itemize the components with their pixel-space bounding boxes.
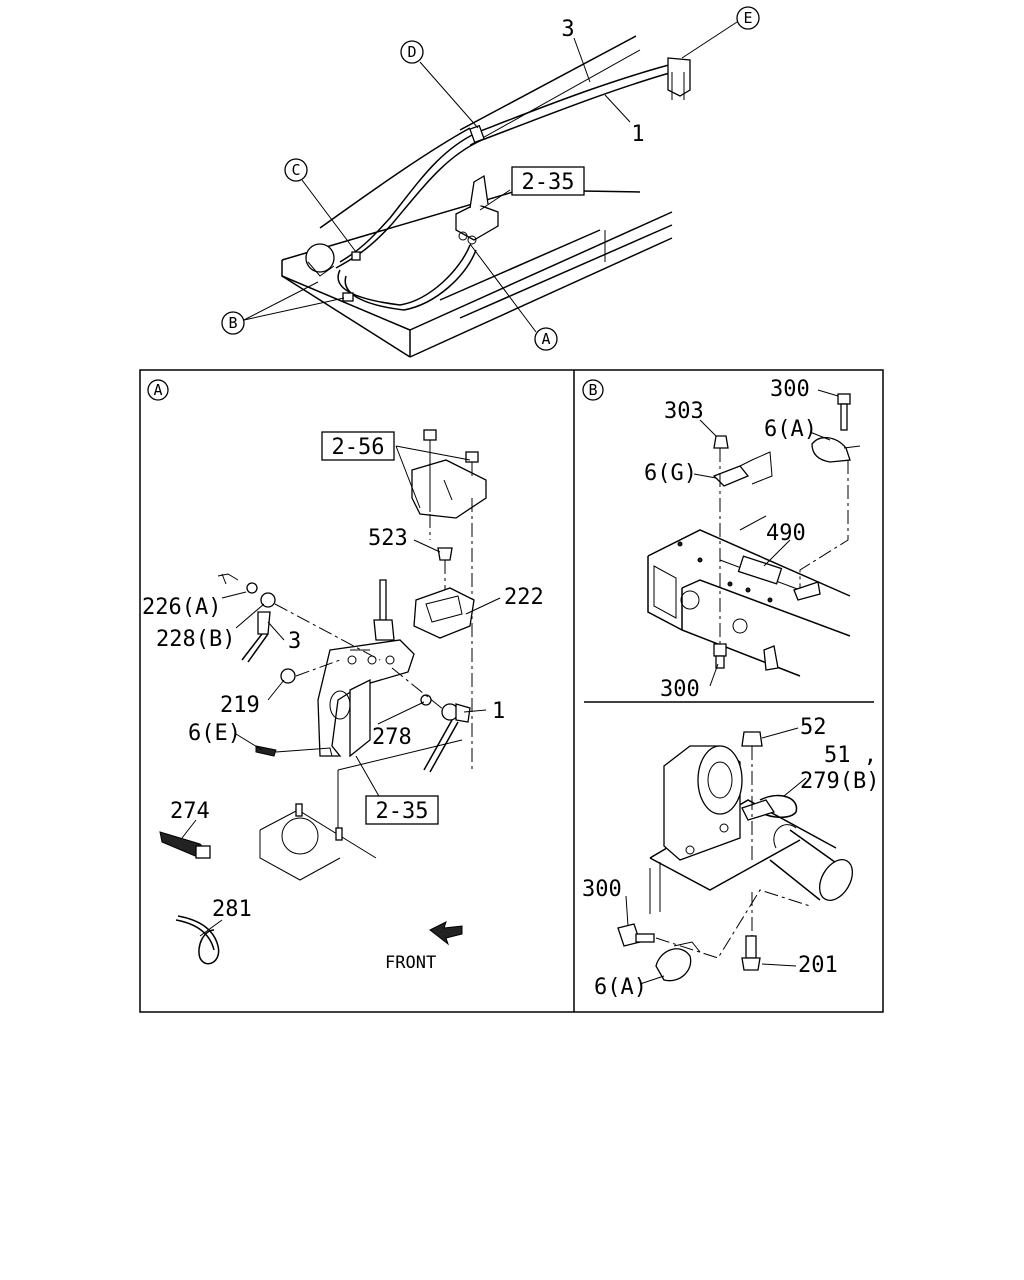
panel-a: A bbox=[147, 379, 487, 965]
label-6-a-lower: 6(A) bbox=[594, 975, 647, 1000]
label-52: 52 bbox=[800, 715, 827, 740]
front-label: FRONT bbox=[385, 953, 436, 973]
ref-2-56: 2-56 bbox=[321, 431, 395, 461]
callout-b: B bbox=[221, 311, 245, 335]
svg-text:D: D bbox=[407, 43, 416, 61]
label-6-e: 6(E) bbox=[188, 721, 241, 746]
callout-c: C bbox=[284, 158, 308, 182]
label-201: 201 bbox=[798, 953, 838, 978]
ref-2-35: 2-35 bbox=[365, 795, 439, 825]
label-300-bottom: 300 bbox=[660, 677, 700, 702]
label-274: 274 bbox=[170, 799, 210, 824]
label-6-a: 6(A) bbox=[764, 417, 817, 442]
svg-text:2-35: 2-35 bbox=[376, 799, 429, 824]
label-523: 523 bbox=[368, 526, 408, 551]
panel-a-leaders bbox=[181, 445, 501, 937]
label-228-b: 228(B) bbox=[156, 627, 235, 652]
svg-text:B: B bbox=[588, 381, 597, 399]
panel-b-leaders bbox=[693, 389, 839, 687]
overview-drawing bbox=[281, 35, 691, 358]
svg-text:B: B bbox=[228, 314, 237, 332]
panel-c bbox=[617, 731, 854, 982]
detail-frame bbox=[139, 369, 884, 1013]
panel-c-labels: 52 51 , 279(B) 300 201 6(A) bbox=[582, 715, 879, 1000]
label-51: 51 , bbox=[824, 743, 877, 768]
label-222: 222 bbox=[504, 585, 544, 610]
overview-leaders bbox=[243, 21, 738, 333]
label-3: 3 bbox=[288, 629, 301, 654]
overview-label-1: 1 bbox=[631, 122, 644, 147]
label-226-a: 226(A) bbox=[142, 595, 221, 620]
overview-callouts: E D C B A bbox=[221, 6, 760, 351]
label-281: 281 bbox=[212, 897, 252, 922]
overview-ref-2-35: 2-35 bbox=[511, 166, 585, 196]
panel-b: B bbox=[582, 379, 861, 677]
svg-text:C: C bbox=[291, 161, 300, 179]
callout-d: D bbox=[400, 40, 424, 64]
label-6-g: 6(G) bbox=[644, 461, 697, 486]
panel-a-labels: 2-56 523 222 226(A) 228(B) 3 219 1 6(E) … bbox=[142, 431, 544, 973]
svg-text:A: A bbox=[153, 381, 162, 399]
label-303: 303 bbox=[664, 399, 704, 424]
callout-a: A bbox=[534, 327, 558, 351]
svg-text:E: E bbox=[743, 9, 752, 27]
panel-a-tag: A bbox=[147, 379, 169, 401]
callout-e: E bbox=[736, 6, 760, 30]
label-219: 219 bbox=[220, 693, 260, 718]
panel-c-leaders bbox=[625, 727, 807, 985]
label-278: 278 bbox=[372, 725, 412, 750]
svg-text:2-56: 2-56 bbox=[332, 435, 385, 460]
svg-text:2-35: 2-35 bbox=[522, 170, 575, 195]
label-279-b: 279(B) bbox=[800, 769, 879, 794]
svg-text:A: A bbox=[541, 330, 550, 348]
label-490: 490 bbox=[766, 521, 806, 546]
panel-b-labels: 300 303 6(A) 6(G) 490 300 bbox=[644, 377, 817, 702]
label-1: 1 bbox=[492, 699, 505, 724]
label-300-top: 300 bbox=[770, 377, 810, 402]
overview-label-3: 3 bbox=[561, 17, 574, 42]
panel-b-tag: B bbox=[582, 379, 604, 401]
label-300: 300 bbox=[582, 877, 622, 902]
